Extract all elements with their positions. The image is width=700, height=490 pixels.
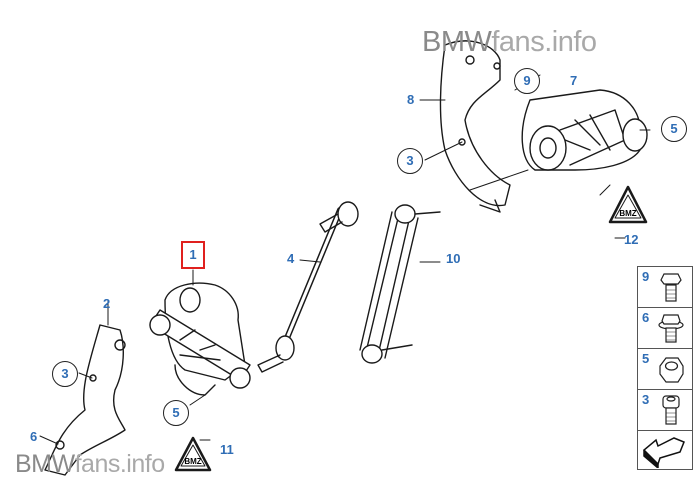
rod-4 bbox=[257, 201, 359, 373]
callout-10[interactable]: 10 bbox=[446, 251, 461, 266]
legend-item-5[interactable]: 5 bbox=[638, 349, 692, 390]
callout-6[interactable]: 6 bbox=[30, 429, 38, 444]
callout-4[interactable]: 4 bbox=[287, 251, 295, 266]
callout-11[interactable]: 11 bbox=[220, 442, 234, 457]
legend-number: 3 bbox=[642, 392, 650, 407]
sensor-top bbox=[521, 89, 648, 171]
svg-text:BMZ: BMZ bbox=[184, 457, 201, 466]
sensor-main bbox=[149, 282, 251, 396]
socket-screw-icon bbox=[662, 395, 680, 425]
callout-8[interactable]: 8 bbox=[407, 92, 415, 107]
rod-10 bbox=[359, 204, 441, 364]
bracket-top bbox=[439, 40, 511, 213]
arrow-icon bbox=[642, 437, 685, 468]
warning-triangle-12: BMZ bbox=[608, 185, 648, 224]
hex-nut-icon bbox=[659, 357, 684, 383]
callout-5-bottom[interactable]: 5 bbox=[163, 400, 189, 426]
callout-9-top[interactable]: 9 bbox=[514, 68, 540, 94]
callout-3-top[interactable]: 3 bbox=[397, 148, 423, 174]
callout-5-right[interactable]: 5 bbox=[661, 116, 687, 142]
legend-number: 5 bbox=[642, 351, 650, 366]
watermark-top: BMWfans.info bbox=[422, 26, 597, 58]
flange-bolt-icon bbox=[658, 314, 684, 343]
svg-text:BMZ: BMZ bbox=[619, 209, 636, 218]
hex-flange-bolt-icon bbox=[660, 273, 682, 302]
fastener-legend: 9 6 5 3 bbox=[637, 266, 693, 470]
legend-number: 9 bbox=[642, 269, 650, 284]
callout-2[interactable]: 2 bbox=[103, 296, 111, 311]
callout-1-selected[interactable]: 1 bbox=[181, 241, 205, 269]
legend-direction-arrow[interactable] bbox=[638, 431, 692, 469]
watermark-bottom: BMWfans.info bbox=[15, 450, 165, 478]
legend-item-9[interactable]: 9 bbox=[638, 267, 692, 308]
callout-12[interactable]: 12 bbox=[624, 232, 639, 247]
callout-3-left[interactable]: 3 bbox=[52, 361, 78, 387]
legend-number: 6 bbox=[642, 310, 650, 325]
legend-item-6[interactable]: 6 bbox=[638, 308, 692, 349]
bracket-left bbox=[44, 324, 126, 476]
callout-7[interactable]: 7 bbox=[570, 73, 578, 88]
legend-item-3[interactable]: 3 bbox=[638, 390, 692, 431]
warning-triangle-11: BMZ bbox=[174, 436, 212, 472]
